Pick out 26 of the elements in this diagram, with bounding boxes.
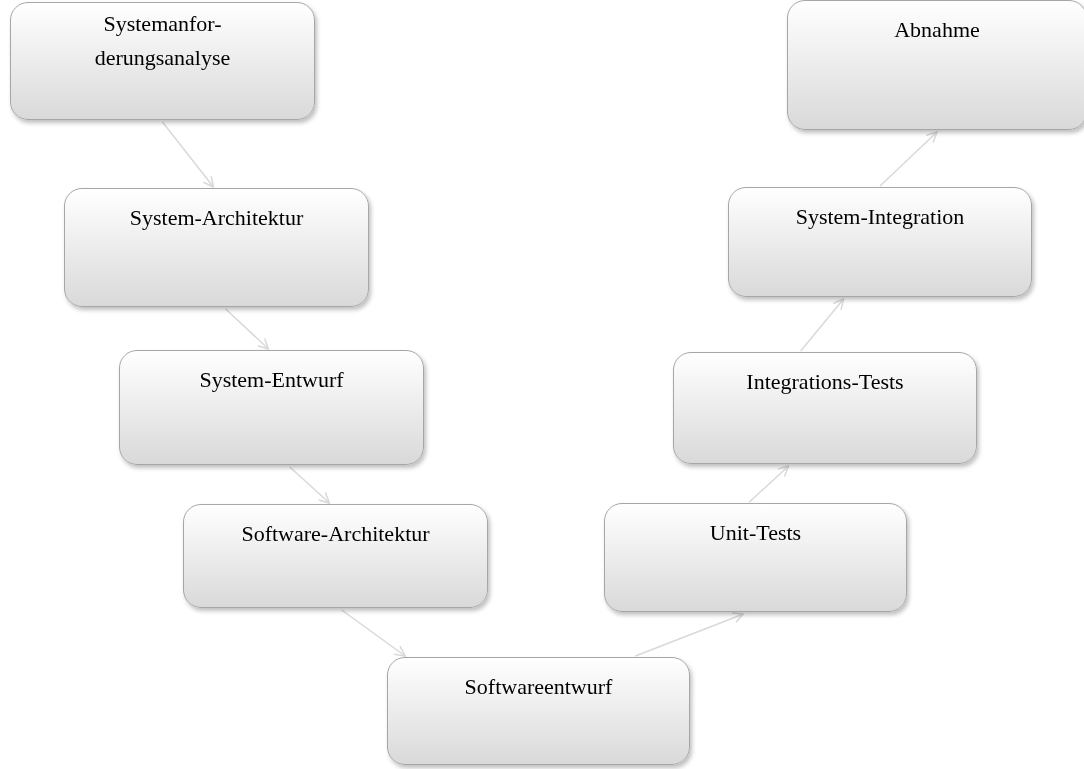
process-box bbox=[673, 352, 977, 464]
arrow bbox=[634, 612, 745, 657]
process-box bbox=[10, 2, 315, 120]
process-box bbox=[183, 504, 488, 608]
process-box bbox=[64, 188, 369, 307]
arrow bbox=[799, 298, 845, 352]
step-label: Abnahme bbox=[894, 16, 980, 44]
process-box bbox=[728, 187, 1032, 297]
step-label: System-Entwurf bbox=[199, 366, 344, 394]
arrow bbox=[161, 121, 215, 188]
arrow bbox=[748, 465, 790, 503]
arrow bbox=[340, 609, 406, 657]
process-box bbox=[787, 0, 1084, 130]
step-label: Systemanfor- derungsanalyse bbox=[93, 10, 232, 73]
step-label: Unit-Tests bbox=[709, 519, 802, 547]
arrow bbox=[289, 466, 331, 504]
arrow bbox=[224, 308, 270, 350]
process-box bbox=[387, 657, 690, 765]
step-label: Integrations-Tests bbox=[746, 368, 904, 396]
step-label: Software-Architektur bbox=[241, 520, 430, 548]
step-label: Softwareentwurf bbox=[464, 673, 613, 701]
step-label: System-Integration bbox=[795, 203, 965, 231]
arrow bbox=[879, 131, 938, 187]
process-box bbox=[604, 503, 907, 612]
step-label: System-Architektur bbox=[129, 204, 304, 232]
process-box bbox=[119, 350, 424, 465]
